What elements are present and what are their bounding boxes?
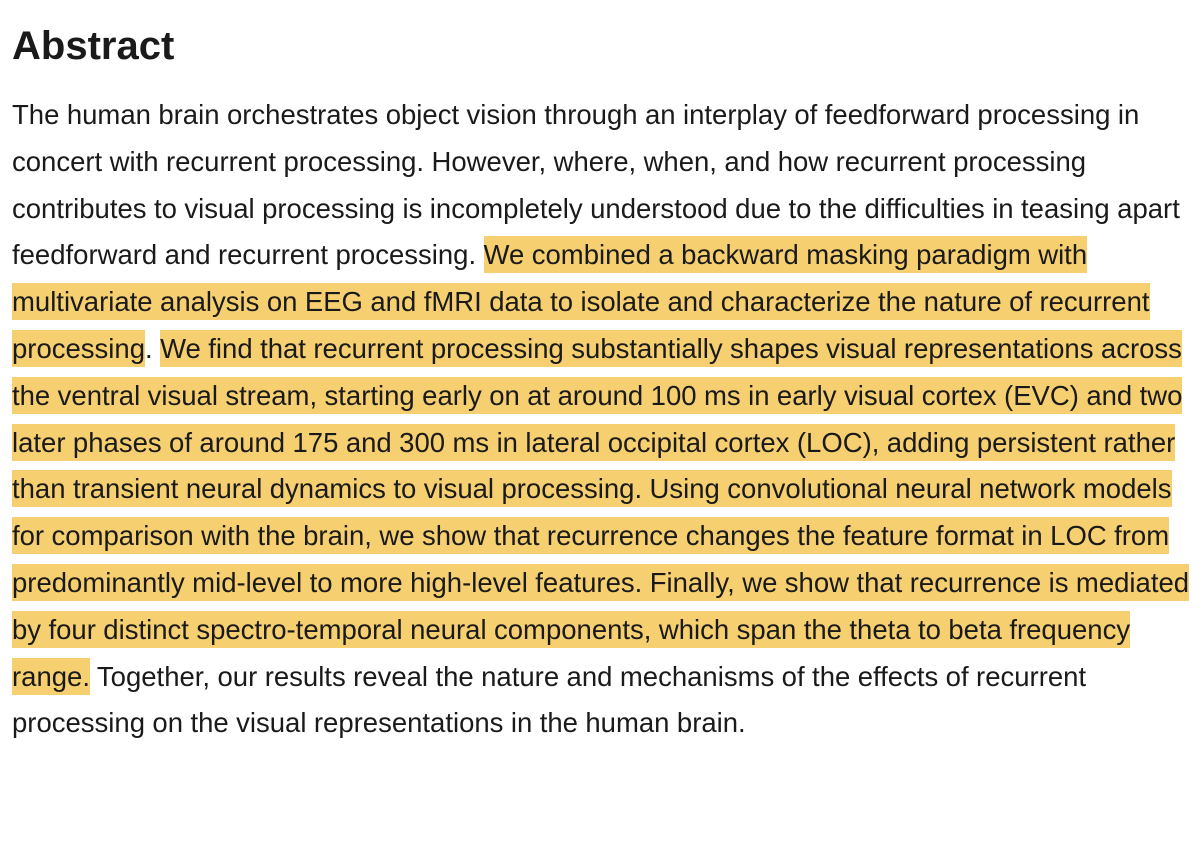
section-heading: Abstract	[12, 24, 175, 68]
abstract-text-separator: .	[145, 332, 161, 364]
highlighted-passage-findings: We find that recurrent processing substa…	[12, 329, 1190, 695]
paper-abstract-section: Abstract The human brain orchestrates ob…	[12, 22, 1192, 747]
abstract-text-conclusion: Together, our results reveal the nature …	[12, 660, 1087, 739]
abstract-text-intro: The human brain orchestrates object visi…	[12, 99, 1180, 271]
abstract-paragraph: The human brain orchestrates object visi…	[12, 92, 1190, 747]
